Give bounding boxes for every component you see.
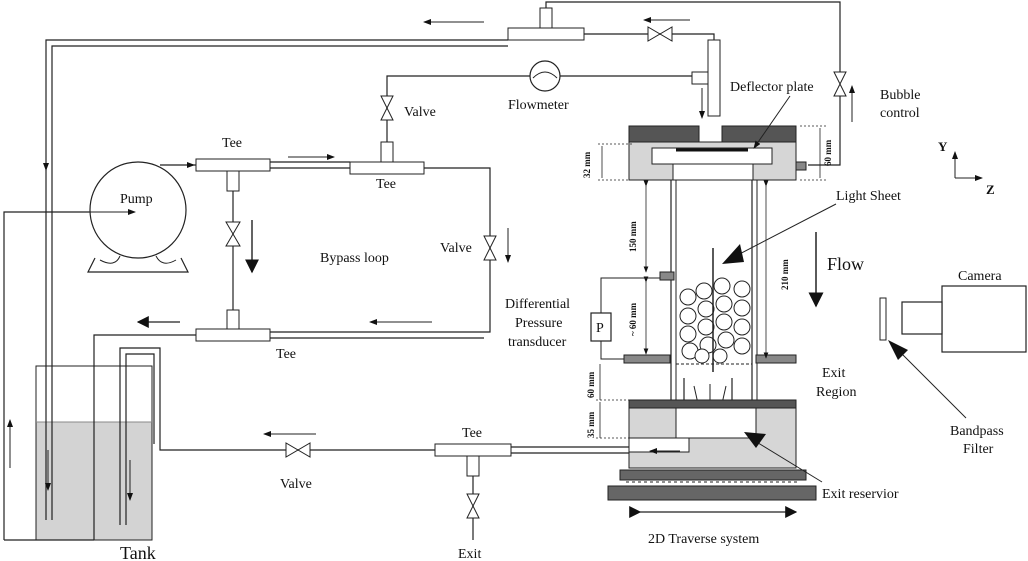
tee-top-left-label: Tee	[222, 136, 242, 151]
exit-region-label-2: Region	[816, 385, 856, 400]
pressure-symbol: P	[596, 321, 604, 336]
valve-right	[483, 235, 497, 261]
differential-pressure-label-2: Pressure	[515, 316, 562, 331]
bandpass-filter-label-1: Bandpass	[950, 424, 1004, 439]
valve-bottom	[285, 442, 311, 458]
tee-top-mid-label: Tee	[376, 177, 396, 192]
bandpass-filter-label-2: Filter	[963, 442, 994, 457]
tee-bottom-left-label: Tee	[276, 347, 296, 362]
axis-y-label: Y	[938, 139, 948, 154]
flowmeter-label: Flowmeter	[508, 98, 569, 113]
bandpass-filter-arrowhead	[888, 340, 908, 360]
test-section	[607, 125, 817, 501]
valve-right-label: Valve	[440, 241, 472, 256]
flow-label: Flow	[827, 254, 864, 274]
return-line-top	[45, 39, 508, 520]
pump-label: Pump	[120, 192, 153, 207]
valve-top-return	[647, 26, 673, 42]
bubble-control-pipe-down	[808, 96, 841, 166]
bubble-control-pipe	[545, 1, 841, 72]
dim-60mm-top: 60 mm	[823, 139, 833, 166]
dim-35mm: 35 mm	[586, 411, 596, 438]
differential-pressure-label-1: Differential	[505, 297, 570, 312]
valve-exit	[466, 493, 480, 519]
exit-region-label-1: Exit	[822, 366, 845, 381]
dim-60mm-mid: ~ 60 mm	[628, 302, 638, 336]
bypass-loop-label: Bypass loop	[320, 251, 389, 266]
dim-150mm: 150 mm	[628, 221, 638, 252]
valve-top	[380, 95, 394, 121]
bandpass-filter-pointer	[897, 349, 967, 419]
tee-top-mid	[349, 141, 425, 175]
inlet-pipe-branch	[691, 71, 709, 85]
axis-z-label: Z	[986, 182, 995, 197]
valve-bypass-vertical	[225, 221, 241, 247]
light-sheet-arrowhead	[722, 244, 744, 264]
tee-top-return	[507, 7, 585, 41]
exit-reservoir-arrowhead	[744, 432, 766, 448]
light-sheet-label: Light Sheet	[836, 189, 901, 204]
coordinate-axes	[952, 151, 983, 181]
camera	[901, 285, 1027, 353]
exit-reservoir-pointer	[749, 437, 823, 483]
tee-top-left	[195, 158, 271, 192]
bandpass-filter	[879, 297, 887, 341]
camera-label: Camera	[958, 269, 1002, 284]
valve-top-label: Valve	[404, 105, 436, 120]
pump	[87, 161, 189, 273]
exit-label: Exit	[458, 547, 481, 561]
tee-bottom-left	[195, 309, 271, 342]
bubble-control-label-1: Bubble	[880, 88, 920, 103]
valve-bottom-label: Valve	[280, 477, 312, 492]
traverse-label: 2D Traverse system	[648, 532, 759, 547]
valve-bubble-control	[833, 71, 847, 97]
exit-return-pipe-inner	[125, 353, 155, 525]
return-line-top-inner	[51, 45, 508, 520]
bypass-return-pipe	[93, 334, 196, 540]
dimension-lines	[596, 125, 826, 439]
tee-bottom-mid	[434, 443, 512, 477]
deflector-plate-label: Deflector plate	[730, 80, 814, 95]
dim-60mm-low: 60 mm	[586, 371, 596, 398]
inlet-pipe-vertical	[707, 39, 721, 117]
light-sheet-pointer	[727, 203, 837, 261]
top-return-pipe	[584, 33, 715, 40]
tank-label: Tank	[120, 543, 156, 561]
bubble-control-label-2: control	[880, 106, 920, 121]
deflector-plate-pointer	[753, 95, 791, 149]
pressure-transducer	[590, 277, 660, 360]
exit-reservoir-label: Exit reservior	[822, 487, 899, 502]
differential-pressure-label-3: transducer	[508, 335, 567, 350]
flowmeter	[529, 60, 561, 92]
dim-32mm: 32 mm	[582, 151, 592, 178]
exit-return-pipe	[119, 347, 435, 525]
tee-bottom-mid-label: Tee	[462, 426, 482, 441]
dim-210mm: 210 mm	[780, 259, 790, 290]
